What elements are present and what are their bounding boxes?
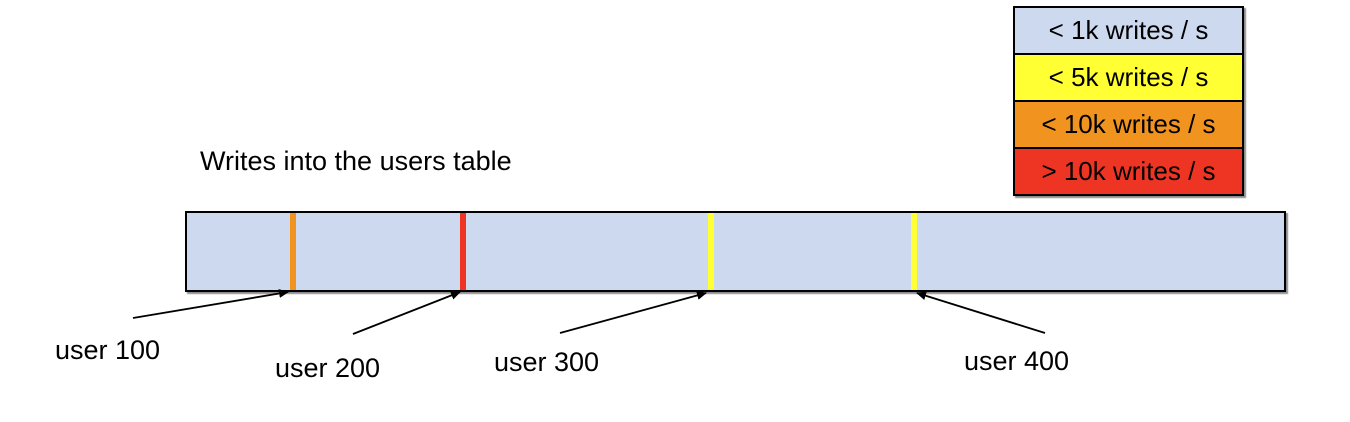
label-user-100: user 100 xyxy=(55,335,161,365)
legend-item-lt-5k: < 5k writes / s xyxy=(1013,53,1244,102)
marker-line-user-100 xyxy=(290,213,296,290)
legend: < 1k writes / s < 5k writes / s < 10k wr… xyxy=(1013,6,1244,196)
marker-line-user-400 xyxy=(911,213,917,290)
legend-item-label: < 5k writes / s xyxy=(1048,62,1209,92)
diagram-title: Writes into the users table xyxy=(200,146,512,176)
legend-item-gt-10k: > 10k writes / s xyxy=(1013,147,1244,196)
marker-line-user-200 xyxy=(460,213,466,290)
users-table-bar xyxy=(185,211,1286,292)
arrow-user-100 xyxy=(132,289,289,319)
label-user-200: user 200 xyxy=(275,353,381,383)
arrow-user-300 xyxy=(559,291,707,334)
legend-item-label: < 10k writes / s xyxy=(1041,109,1216,139)
legend-item-label: > 10k writes / s xyxy=(1041,156,1216,186)
marker-line-user-300 xyxy=(708,213,714,290)
legend-item-lt-1k: < 1k writes / s xyxy=(1013,6,1244,55)
label-user-300: user 300 xyxy=(494,347,600,377)
arrow-user-200 xyxy=(352,291,461,335)
arrow-user-400 xyxy=(916,291,1046,334)
legend-item-lt-10k: < 10k writes / s xyxy=(1013,100,1244,149)
legend-item-label: < 1k writes / s xyxy=(1048,15,1209,45)
label-user-400: user 400 xyxy=(964,346,1070,376)
